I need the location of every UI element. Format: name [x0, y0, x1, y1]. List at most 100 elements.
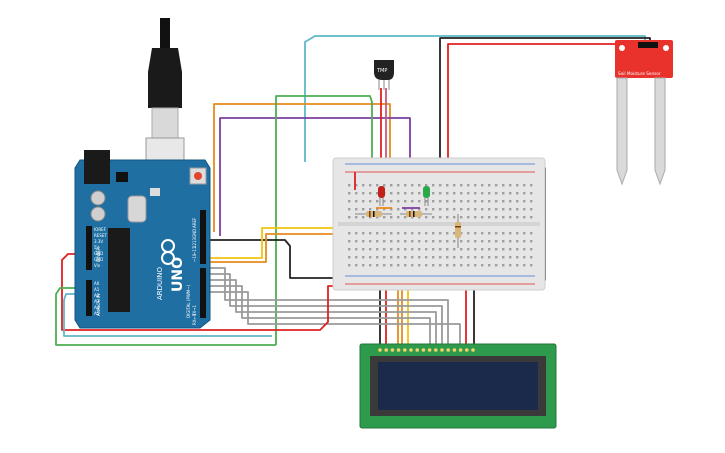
breadboard-hole [460, 248, 463, 251]
breadboard-hole [516, 256, 519, 259]
breadboard-hole [516, 208, 519, 211]
analog-pin-a0: A0 [94, 281, 100, 286]
wire-gray-4 [205, 285, 431, 345]
breadboard-hole [348, 216, 351, 219]
temperature-sensor: TMP [374, 60, 394, 90]
analog-pin-a3: A3 [94, 299, 100, 304]
breadboard-hole [390, 264, 393, 267]
power-pin-vin: Vin [94, 263, 101, 268]
wire-orange-top [213, 103, 391, 232]
capacitor-2 [90, 206, 106, 222]
breadboard-hole [516, 200, 519, 203]
breadboard-hole [509, 184, 512, 187]
resistor-1 [355, 211, 392, 217]
breadboard-hole [530, 208, 533, 211]
breadboard-hole [453, 232, 456, 235]
breadboard-hole [362, 232, 365, 235]
analog-header [86, 280, 92, 316]
breadboard-hole [383, 248, 386, 251]
breadboard-hole [495, 192, 498, 195]
power-jack [84, 150, 110, 184]
breadboard-hole [348, 200, 351, 203]
breadboard-hole [383, 208, 386, 211]
pin-label-10: ~10 [192, 253, 197, 262]
breadboard-hole [495, 256, 498, 259]
breadboard-hole [530, 248, 533, 251]
breadboard-hole [390, 192, 393, 195]
breadboard-hole [369, 216, 372, 219]
analog-pin-a4: A4 [94, 305, 100, 310]
breadboard-hole [509, 192, 512, 195]
breadboard-hole [390, 256, 393, 259]
breadboard-hole [509, 216, 512, 219]
wire-green-left [55, 287, 276, 346]
breadboard-hole [488, 232, 491, 235]
breadboard-hole [425, 200, 428, 203]
arduino-uno-board: ARDUINO UNO AREF GND 13 12 ~11 ~10 DIGIT… [74, 150, 211, 329]
breadboard-hole [404, 192, 407, 195]
lcd-pin [415, 348, 420, 352]
breadboard-hole [425, 240, 428, 243]
breadboard-hole [467, 184, 470, 187]
breadboard-hole [453, 184, 456, 187]
breadboard-hole [383, 264, 386, 267]
breadboard-hole [390, 184, 393, 187]
breadboard-hole [488, 200, 491, 203]
breadboard-hole [432, 208, 435, 211]
breadboard-hole [425, 208, 428, 211]
soil-sensor-label: Soil Moisture Sensor [618, 71, 661, 76]
lcd-pin [446, 348, 451, 352]
breadboard-hole [446, 216, 449, 219]
breadboard-hole [411, 248, 414, 251]
breadboard-hole [502, 240, 505, 243]
breadboard-hole [362, 264, 365, 267]
breadboard-hole [523, 192, 526, 195]
breadboard-hole [418, 200, 421, 203]
breadboard-hole [362, 248, 365, 251]
breadboard-hole [432, 216, 435, 219]
breadboard-hole [383, 232, 386, 235]
pin-label-12: 12 [192, 242, 197, 248]
breadboard-hole [376, 208, 379, 211]
breadboard-hole [502, 208, 505, 211]
breadboard-hole [446, 256, 449, 259]
breadboard-hole [460, 216, 463, 219]
breadboard-hole [474, 192, 477, 195]
soil-moisture-sensor: Soil Moisture Sensor [615, 40, 673, 186]
breadboard-hole [390, 208, 393, 211]
breadboard-hole [523, 240, 526, 243]
breadboard-hole [355, 264, 358, 267]
lcd-pin [384, 348, 389, 352]
digital-header-top [200, 210, 206, 264]
breadboard-hole [446, 248, 449, 251]
lcd-pin [421, 348, 426, 352]
breadboard-hole [348, 208, 351, 211]
breadboard-hole [509, 200, 512, 203]
breadboard-hole [502, 192, 505, 195]
breadboard-hole [404, 256, 407, 259]
breadboard-hole [439, 248, 442, 251]
breadboard-hole [474, 200, 477, 203]
breadboard-hole [432, 184, 435, 187]
breadboard-hole [488, 184, 491, 187]
breadboard-hole [516, 240, 519, 243]
breadboard-hole [355, 192, 358, 195]
power-pin-reset: RESET [94, 233, 107, 238]
power-label: POWER [96, 247, 101, 262]
breadboard-hole [523, 256, 526, 259]
breadboard-hole [439, 216, 442, 219]
breadboard-hole [453, 264, 456, 267]
breadboard-hole [432, 192, 435, 195]
pin-label-11: ~11 [192, 246, 197, 255]
breadboard-hole [460, 256, 463, 259]
breadboard-hole [516, 184, 519, 187]
breadboard-hole [474, 248, 477, 251]
breadboard-hole [509, 264, 512, 267]
breadboard-hole [418, 208, 421, 211]
breadboard-hole [481, 264, 484, 267]
analog-pin-a1: A1 [94, 287, 100, 292]
breadboard-hole [481, 216, 484, 219]
pin-label-gnd: GND [192, 229, 197, 238]
breadboard-hole [404, 200, 407, 203]
lcd-pin [378, 348, 382, 352]
